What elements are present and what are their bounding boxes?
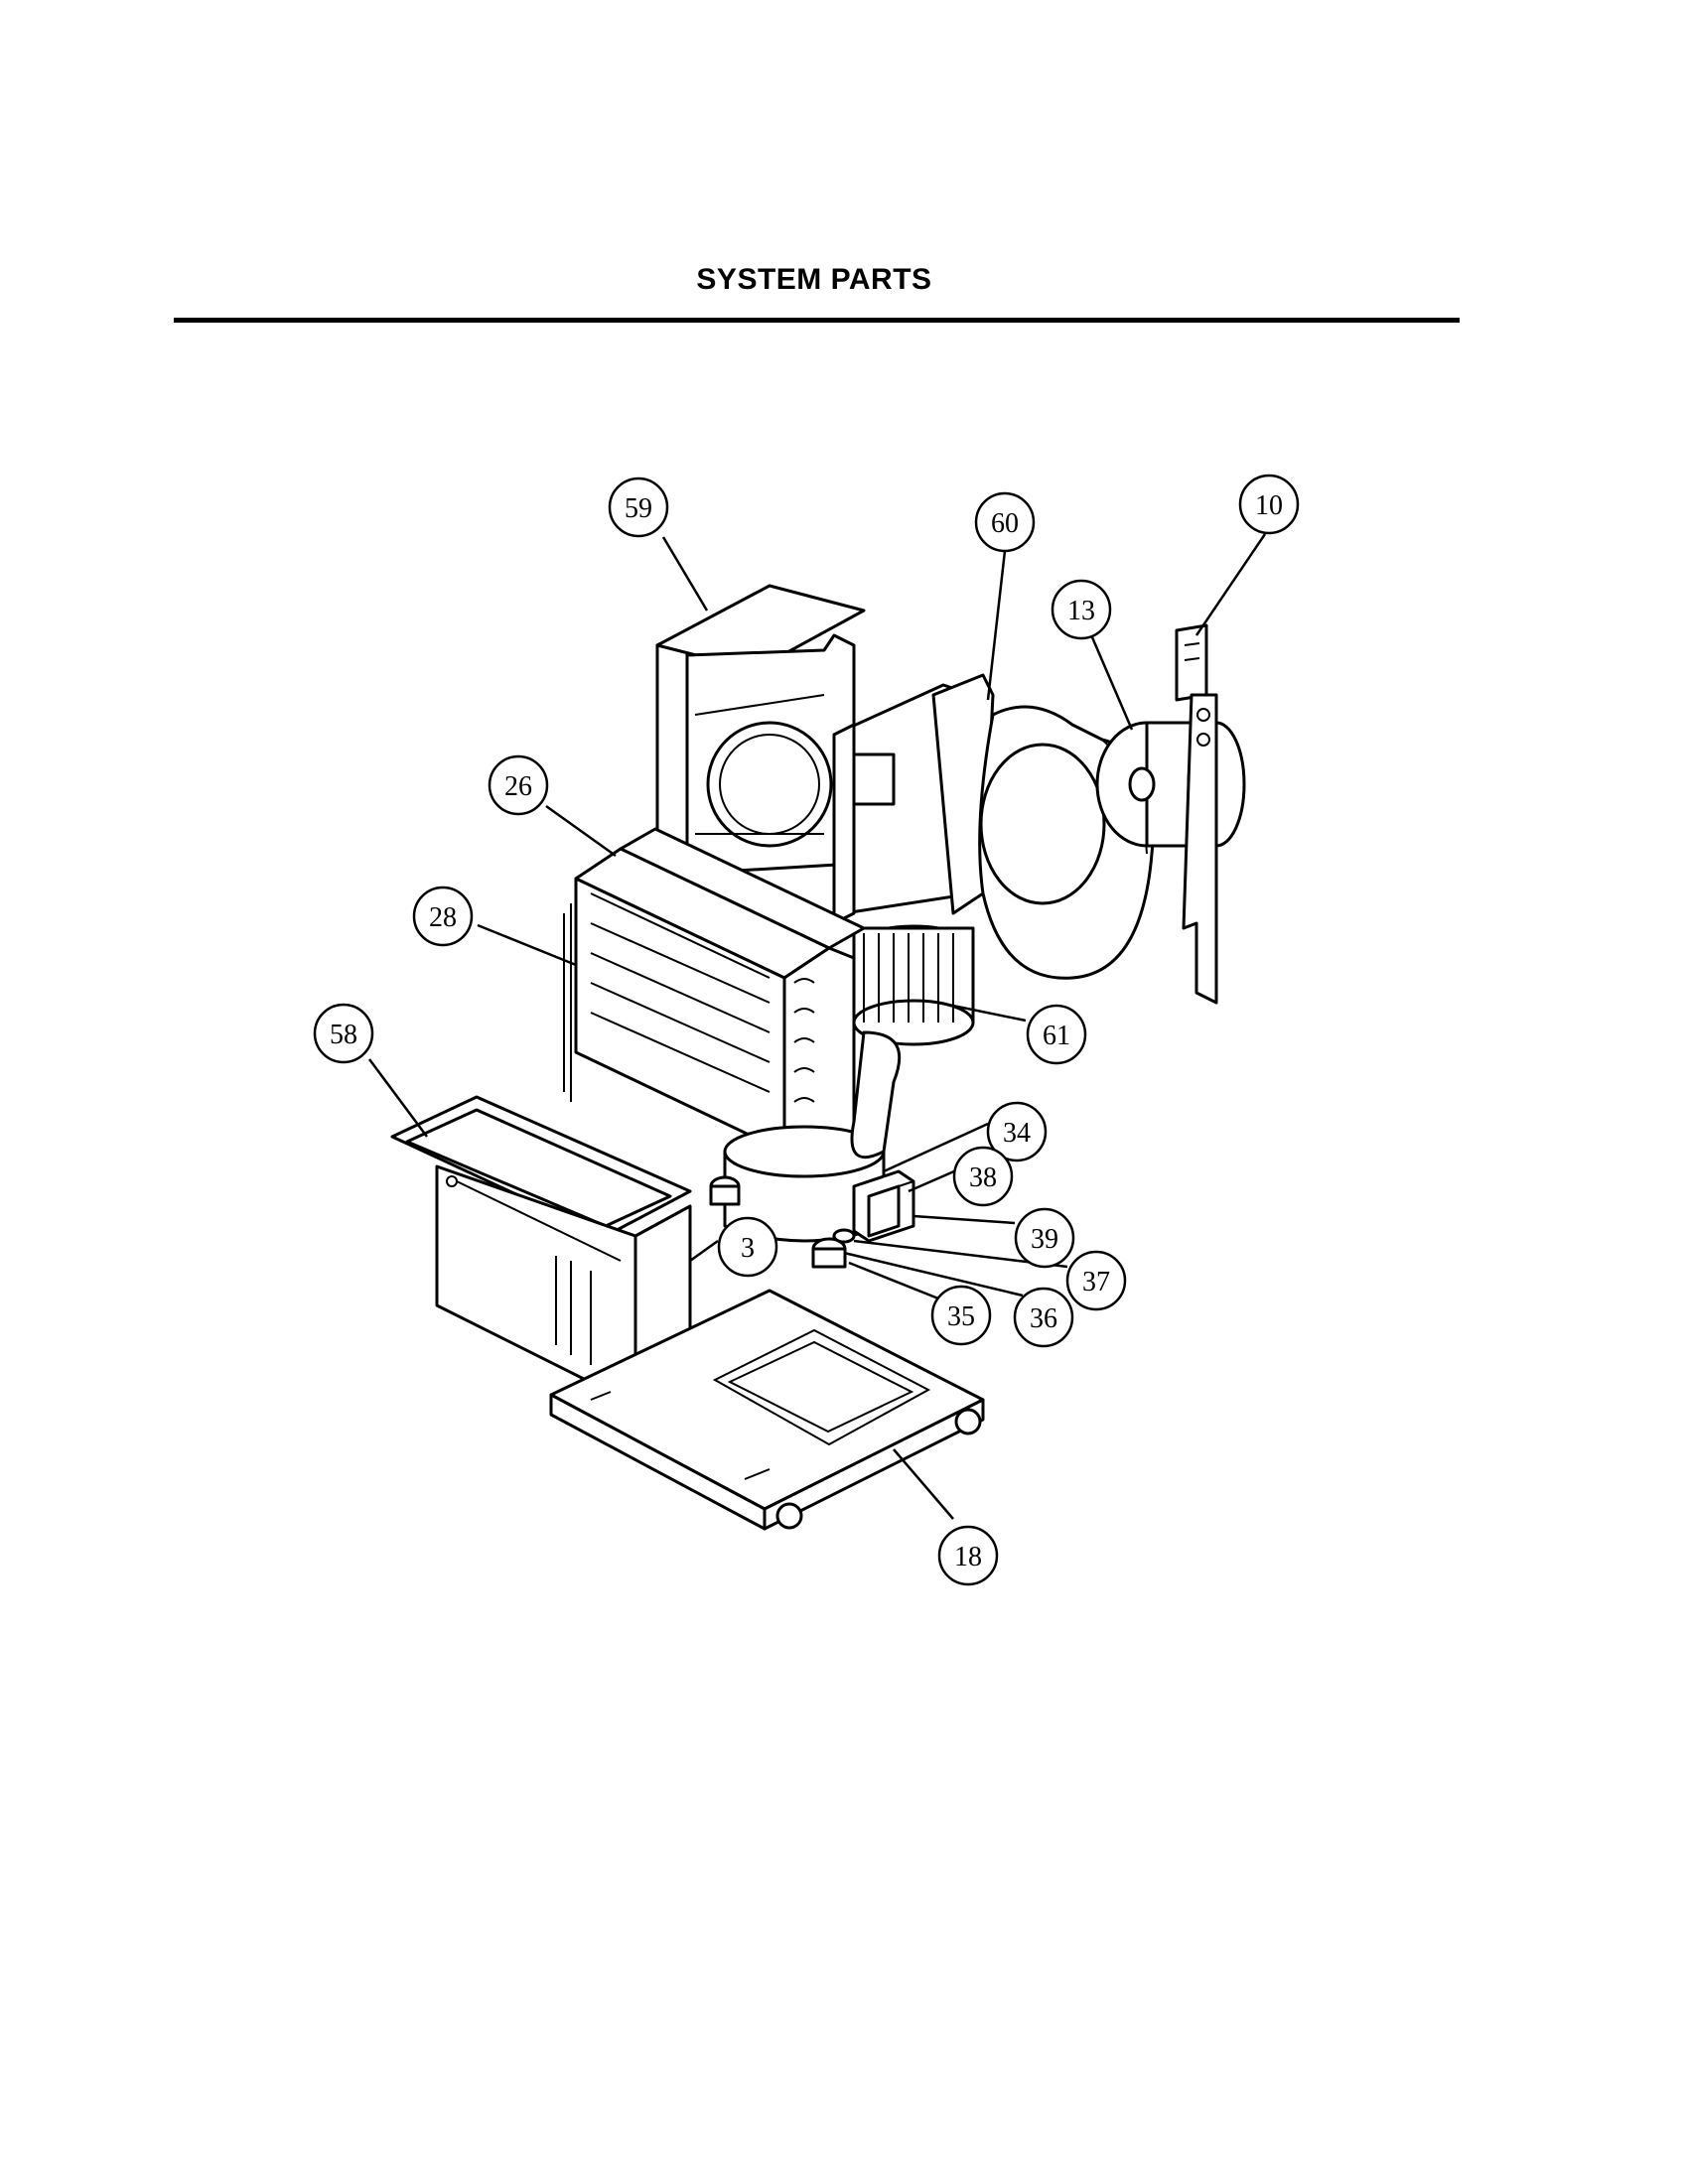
callout-label-34: 34	[1003, 1118, 1031, 1149]
callout-label-10: 10	[1255, 490, 1283, 521]
callout-39: 39	[1014, 1207, 1075, 1269]
callout-label-35: 35	[947, 1301, 975, 1332]
callout-label-39: 39	[1031, 1224, 1058, 1255]
part-35-36-37-isolators	[709, 1175, 856, 1269]
callout-label-58: 58	[330, 1020, 357, 1050]
callout-28: 28	[412, 886, 474, 947]
callout-36: 36	[1013, 1287, 1074, 1348]
callout-label-38: 38	[969, 1162, 997, 1193]
callout-label-13: 13	[1067, 596, 1095, 626]
part-10-motor-bracket	[1175, 623, 1218, 1005]
callout-60: 60	[974, 491, 1036, 553]
callout-38: 38	[952, 1146, 1014, 1207]
callout-59: 59	[608, 477, 669, 538]
callout-3: 3	[717, 1216, 778, 1278]
callout-label-61: 61	[1043, 1021, 1070, 1051]
callout-label-59: 59	[625, 493, 652, 524]
callout-18: 18	[937, 1525, 999, 1586]
callout-label-3: 3	[741, 1233, 755, 1264]
part-13-fan-motor	[1095, 721, 1246, 848]
callout-26: 26	[488, 754, 549, 816]
callout-13: 13	[1051, 579, 1112, 640]
callout-37: 37	[1065, 1250, 1127, 1311]
part-61-blower-wheel	[852, 924, 975, 1046]
callout-label-26: 26	[504, 771, 532, 802]
callout-label-18: 18	[954, 1542, 982, 1572]
callout-58: 58	[313, 1003, 374, 1064]
callout-10: 10	[1238, 474, 1300, 535]
part-34-compressor-housing	[723, 1030, 902, 1243]
callout-label-36: 36	[1030, 1303, 1057, 1334]
callout-34: 34	[986, 1101, 1048, 1162]
callout-61: 61	[1026, 1004, 1087, 1065]
callout-label-37: 37	[1082, 1267, 1110, 1297]
callout-label-60: 60	[991, 508, 1019, 539]
callout-label-28: 28	[429, 902, 457, 933]
part-59-blower-housing	[655, 584, 995, 925]
part-38-39-electrical-box	[852, 1169, 915, 1243]
page-title: SYSTEM PARTS	[696, 263, 932, 296]
callout-35: 35	[930, 1285, 992, 1346]
title-divider	[174, 318, 1460, 323]
part-58-control-housing	[390, 1095, 692, 1407]
part-28-evaporator-coil	[563, 827, 866, 1154]
part-18-base-pan	[549, 1289, 985, 1531]
